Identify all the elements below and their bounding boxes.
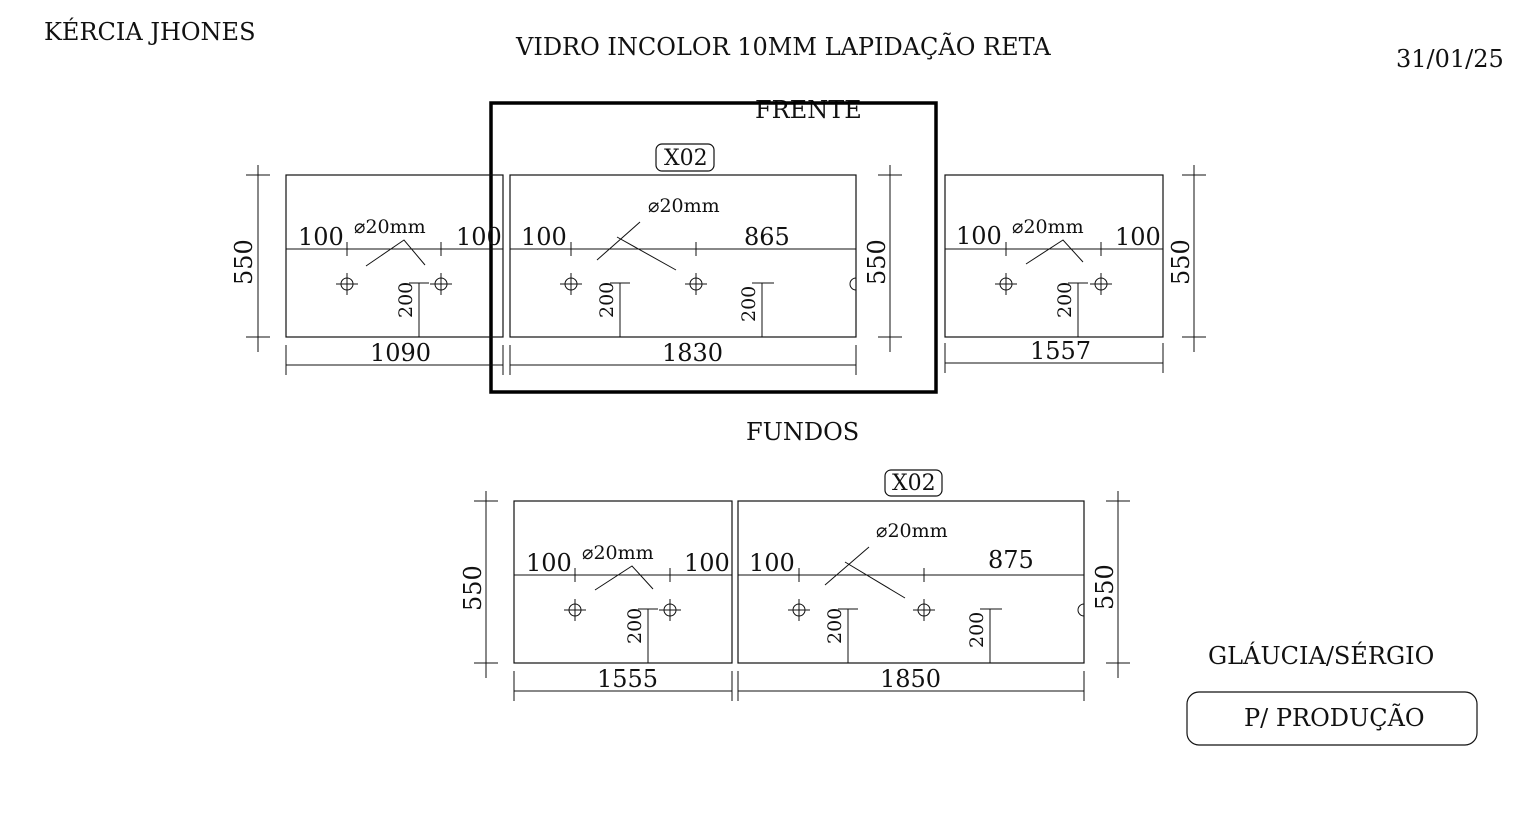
- hole-leader: [596, 221, 641, 261]
- highlight-frame: [489, 101, 938, 394]
- width-label: 1557: [1030, 337, 1091, 365]
- drill-hole: [788, 599, 810, 621]
- hole-leader: [844, 561, 906, 599]
- depth-label: 200: [738, 286, 760, 322]
- right-offset-label: 100: [1115, 223, 1161, 251]
- part-tag-box: [884, 469, 943, 497]
- left-offset-label: 100: [956, 222, 1002, 250]
- hole-diameter-label: ⌀20mm: [1012, 216, 1084, 238]
- left-offset-label: 100: [749, 549, 795, 577]
- hole-leader: [616, 236, 677, 271]
- drawing-title: VIDRO INCOLOR 10MM LAPIDAÇÃO RETA: [515, 32, 1051, 61]
- panel-front-right: 550 1557 100 100 ⌀20mm 200: [944, 165, 1206, 373]
- height-label: 550: [459, 565, 487, 611]
- right-offset-label: 100: [684, 549, 730, 577]
- part-tag-box: [655, 143, 715, 172]
- part-tag: X02: [892, 471, 936, 496]
- section-back-label: FUNDOS: [746, 418, 859, 446]
- panel-outline: [285, 174, 504, 338]
- depth-label: 200: [624, 608, 646, 644]
- hole-diameter-label: ⌀20mm: [876, 520, 948, 542]
- left-offset-label: 100: [526, 549, 572, 577]
- depth-label: 200: [824, 608, 846, 644]
- right-offset-label: 100: [456, 223, 502, 251]
- edge-notch: [849, 277, 857, 291]
- panel-outline: [737, 500, 1085, 664]
- height-label: 550: [863, 239, 891, 285]
- hole-leader: [824, 546, 870, 586]
- right-offset-label: 875: [988, 546, 1034, 574]
- drill-hole: [564, 599, 586, 621]
- panel-outline: [513, 500, 733, 664]
- client-name: KÉRCIA JHONES: [44, 17, 256, 46]
- drill-hole: [659, 599, 681, 621]
- height-label: 550: [1091, 564, 1119, 610]
- drill-hole: [685, 273, 707, 295]
- height-label: 550: [230, 239, 258, 285]
- width-label: 1555: [597, 665, 658, 693]
- drill-hole: [995, 273, 1017, 295]
- depth-label: 200: [1054, 282, 1076, 318]
- depth-label: 200: [596, 282, 618, 318]
- width-label: 1830: [662, 339, 723, 367]
- hole-leader: [594, 565, 654, 591]
- height-label: 550: [1167, 239, 1195, 285]
- hole-leader: [1025, 239, 1084, 265]
- depth-label: 200: [395, 282, 417, 318]
- right-offset-label: 865: [744, 223, 790, 251]
- hole-leader: [365, 239, 426, 267]
- drill-hole: [336, 273, 358, 295]
- production-stamp-box: [1186, 691, 1478, 746]
- panel-outline: [509, 174, 857, 338]
- left-offset-label: 100: [298, 223, 344, 251]
- section-front-label: FRENTE: [755, 96, 862, 124]
- drill-hole: [913, 599, 935, 621]
- drill-hole: [560, 273, 582, 295]
- panel-back-right: X02 550 1850 100 875 ⌀20mm 2: [737, 469, 1130, 701]
- hole-diameter-label: ⌀20mm: [648, 195, 720, 217]
- panel-back-left: 550 1555 100 100 ⌀20mm 200: [459, 491, 733, 701]
- drawing-date: 31/01/25: [1396, 45, 1504, 73]
- depth-label: 200: [966, 612, 988, 648]
- hole-diameter-label: ⌀20mm: [582, 542, 654, 564]
- edge-notch: [1077, 603, 1085, 617]
- panel-outline: [944, 174, 1164, 338]
- drill-hole: [1090, 273, 1112, 295]
- panel-front-left: 550 1090 100 100 ⌀20mm 200: [230, 165, 504, 375]
- width-label: 1850: [880, 665, 941, 693]
- hole-diameter-label: ⌀20mm: [354, 216, 426, 238]
- production-stamp: P/ PRODUÇÃO: [1244, 703, 1425, 732]
- panel-front-center: X02 550 1830 100 865 ⌀20mm 2: [509, 143, 902, 375]
- responsible-names: GLÁUCIA/SÉRGIO: [1208, 641, 1434, 670]
- left-offset-label: 100: [521, 223, 567, 251]
- width-label: 1090: [370, 339, 431, 367]
- drill-hole: [430, 273, 452, 295]
- part-tag: X02: [664, 146, 708, 171]
